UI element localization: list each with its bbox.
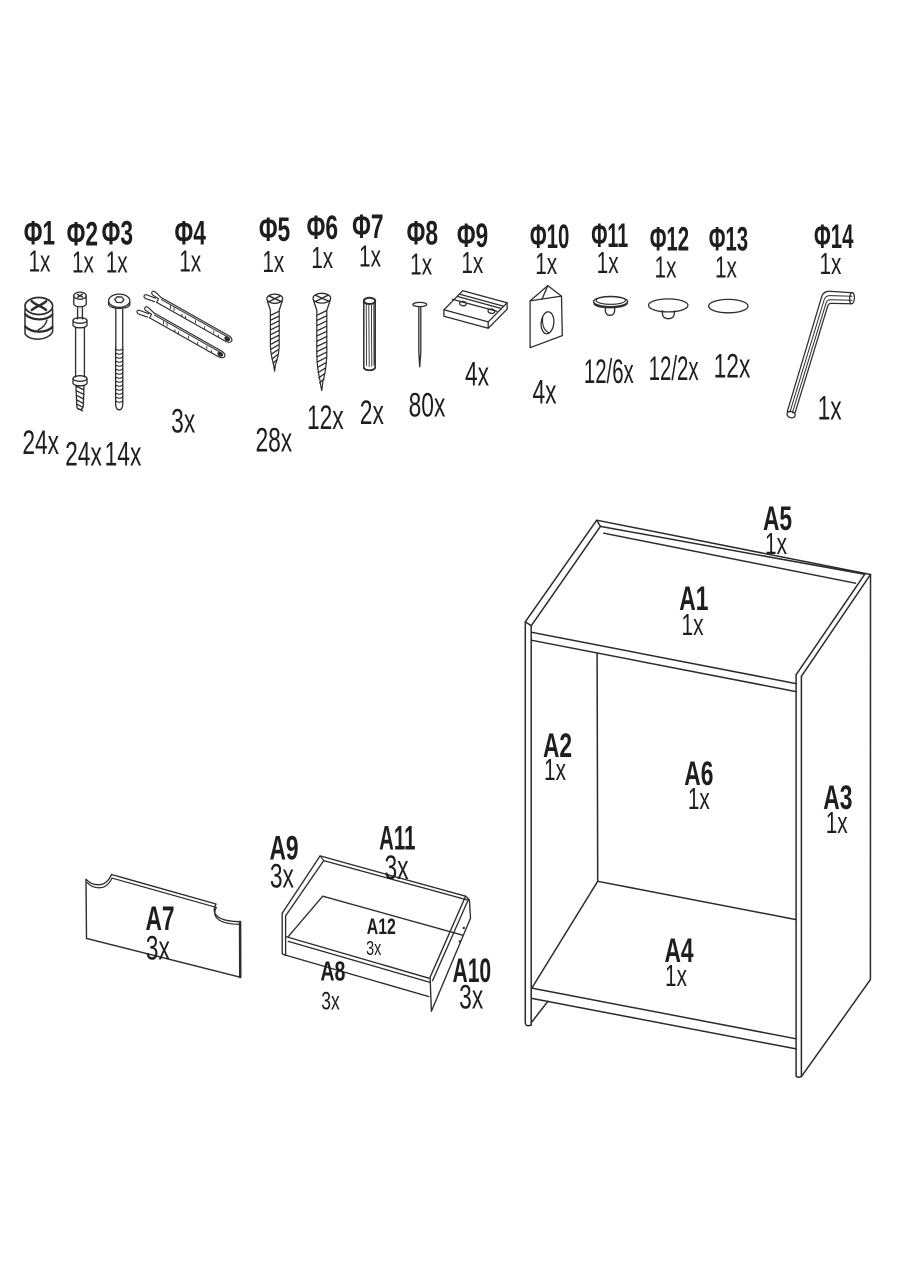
svg-text:Φ13: Φ13 [709,220,748,258]
svg-text:A3: A3 [823,780,852,818]
svg-text:24x: 24x [65,436,102,474]
svg-text:Φ14: Φ14 [814,218,854,256]
svg-text:1x: 1x [28,243,50,278]
svg-text:3x: 3x [366,937,381,960]
svg-text:4x: 4x [532,374,556,412]
svg-text:A9: A9 [269,830,298,868]
svg-text:A2: A2 [543,728,572,766]
svg-text:A12: A12 [367,916,396,940]
svg-text:1x: 1x [826,805,848,840]
svg-text:28x: 28x [255,422,292,460]
svg-text:1x: 1x [535,246,557,281]
svg-text:Φ4: Φ4 [175,215,206,253]
svg-text:Φ2: Φ2 [67,216,98,254]
svg-text:12/6x: 12/6x [584,352,634,390]
svg-text:3x: 3x [384,850,408,888]
svg-text:1x: 1x [765,526,787,561]
svg-text:A8: A8 [320,956,345,987]
svg-text:1x: 1x [262,244,284,279]
svg-text:1x: 1x [715,249,737,284]
svg-text:Φ11: Φ11 [591,216,628,254]
svg-text:1x: 1x [544,752,566,787]
svg-text:3x: 3x [146,930,170,968]
svg-text:Φ8: Φ8 [407,215,438,253]
svg-text:1x: 1x [597,245,619,280]
svg-text:Φ5: Φ5 [259,212,290,250]
svg-text:A11: A11 [379,819,415,857]
svg-text:1x: 1x [359,239,381,274]
svg-text:3x: 3x [321,986,340,1015]
svg-text:A5: A5 [763,501,792,539]
svg-text:1x: 1x [688,781,710,816]
svg-text:12x: 12x [307,400,344,438]
svg-text:14x: 14x [105,436,142,474]
svg-text:1x: 1x [819,246,841,281]
svg-text:Φ3: Φ3 [102,215,133,253]
svg-text:A1: A1 [679,581,708,619]
svg-text:A6: A6 [684,756,713,794]
svg-text:1x: 1x [665,958,687,993]
svg-text:A10: A10 [452,951,491,989]
svg-text:12/2x: 12/2x [649,350,699,388]
svg-text:A4: A4 [664,933,693,971]
svg-text:A7: A7 [145,901,174,939]
svg-text:Φ10: Φ10 [530,218,569,256]
svg-text:Φ6: Φ6 [307,210,338,248]
svg-text:1x: 1x [461,245,483,280]
svg-text:Φ1: Φ1 [24,215,55,253]
svg-text:2x: 2x [360,395,384,433]
svg-text:12x: 12x [714,348,751,386]
svg-text:Φ12: Φ12 [650,220,689,258]
svg-text:Φ7: Φ7 [352,208,383,246]
svg-text:Φ9: Φ9 [457,218,488,256]
svg-text:3x: 3x [270,858,294,896]
svg-text:1x: 1x [818,390,842,428]
svg-text:1x: 1x [106,244,128,279]
svg-text:1x: 1x [72,244,94,279]
svg-text:1x: 1x [311,240,333,275]
svg-text:80x: 80x [409,387,446,425]
svg-text:4x: 4x [465,356,489,394]
svg-text:3x: 3x [459,979,483,1017]
svg-text:1x: 1x [655,249,677,284]
svg-text:1x: 1x [682,607,704,642]
svg-text:3x: 3x [171,403,195,441]
svg-text:1x: 1x [410,246,432,281]
svg-text:24x: 24x [22,425,59,463]
svg-text:1x: 1x [179,243,201,278]
